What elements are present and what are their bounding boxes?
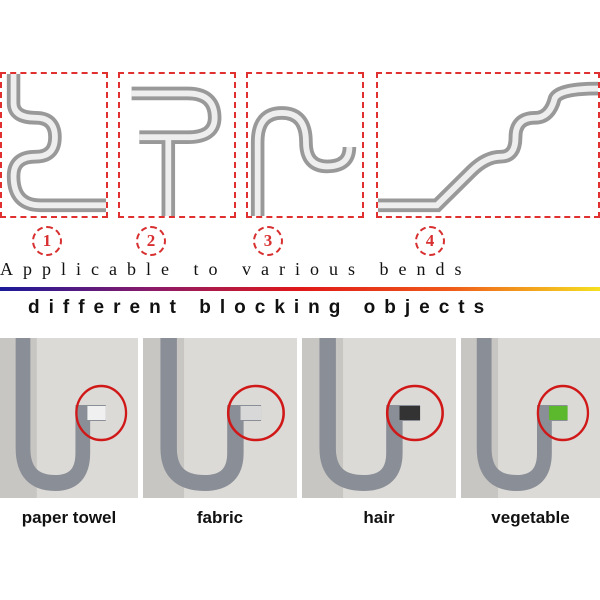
sink-pipe-image — [143, 338, 297, 498]
photo-fabric — [143, 338, 297, 498]
bend-4-panel — [376, 72, 600, 218]
photo-paper-towel — [0, 338, 138, 498]
bends-caption: Applicable to various bends — [0, 259, 472, 279]
p-trap-pipe-image — [131, 86, 222, 216]
bend-3-panel — [246, 72, 364, 218]
bend-number-1: 1 — [32, 226, 62, 256]
bend-number-3: 3 — [253, 226, 283, 256]
sink-pipe-image — [302, 338, 456, 498]
label-paper-towel: paper towel — [21, 508, 117, 527]
bend-2-panel — [118, 72, 236, 218]
s-bend-pipe-image — [6, 74, 106, 213]
photo-vegetable — [461, 338, 600, 498]
photo-hair — [302, 338, 456, 498]
objects-heading: different blocking objects — [28, 297, 494, 318]
sink-pipe-image — [461, 338, 600, 498]
bend-1-panel — [0, 72, 108, 218]
label-fabric: fabric — [196, 508, 244, 527]
gradient-divider — [0, 287, 600, 291]
sink-pipe-image — [0, 338, 138, 498]
label-vegetable: vegetable — [491, 508, 570, 527]
zigzag-pipe-image — [378, 81, 598, 213]
bend-number-4: 4 — [415, 226, 445, 256]
bend-number-2: 2 — [136, 226, 166, 256]
u-bend-pipe-image — [250, 106, 357, 216]
label-hair: hair — [363, 508, 395, 527]
